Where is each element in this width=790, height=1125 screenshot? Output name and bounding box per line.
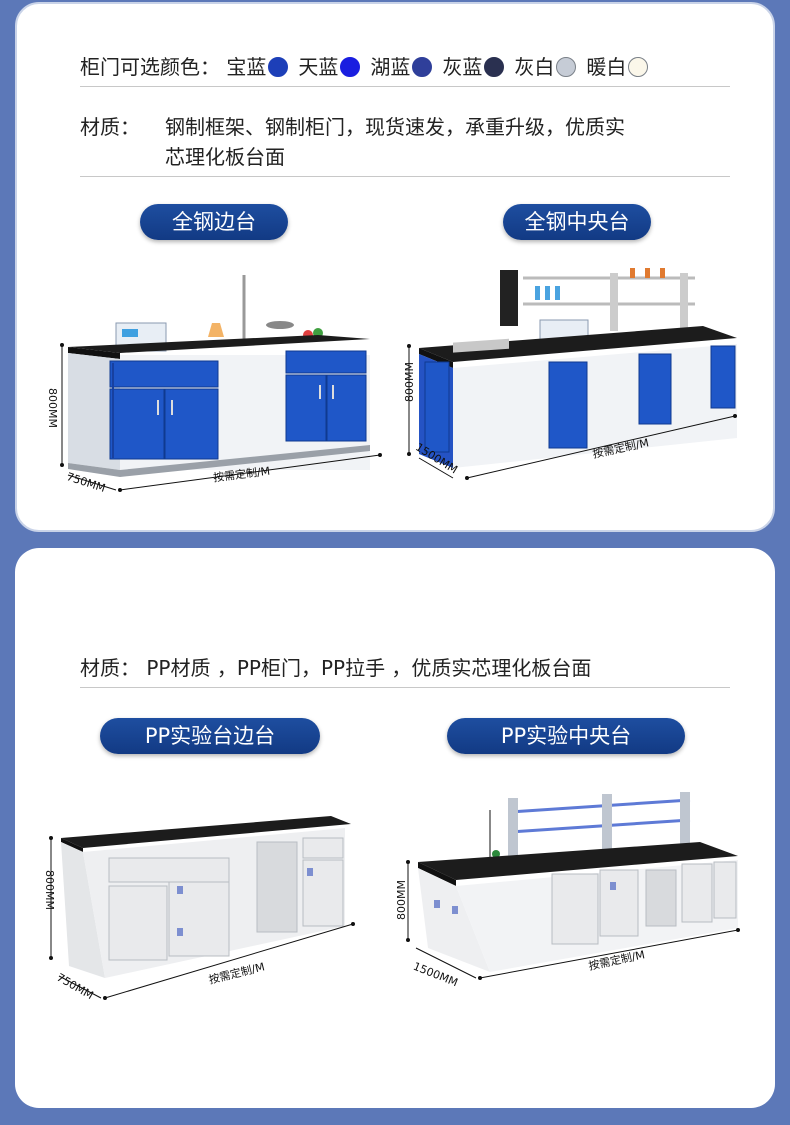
steel-center-height-dim: 800MM xyxy=(403,362,416,402)
color-swatch-icon xyxy=(268,57,289,77)
pp-side-bench-image xyxy=(49,816,355,1000)
divider xyxy=(80,687,730,688)
color-swatch-icon xyxy=(628,57,649,77)
steel-center-bench-image xyxy=(407,268,737,480)
pp-bench-card xyxy=(15,548,775,1108)
divider xyxy=(80,86,730,87)
color-swatch-icon xyxy=(412,57,433,77)
steel-material-label: 材质： xyxy=(80,115,140,139)
steel-side-height-dim: 800MM xyxy=(46,388,59,428)
color-option-name: 灰白 xyxy=(514,55,555,79)
color-option-name: 天蓝 xyxy=(298,55,339,79)
color-option-name: 暖白 xyxy=(586,55,627,79)
color-option-name: 湖蓝 xyxy=(370,55,411,79)
color-swatch-icon xyxy=(556,57,577,77)
color-option-name: 宝蓝 xyxy=(226,55,267,79)
pp-material-text: 材质： PP材质 ，PP柜门，PP拉手 ，优质实芯理化板台面 xyxy=(80,656,592,680)
pp-side-height-dim: 800MM xyxy=(43,870,56,910)
door-color-label: 柜门可选颜色： xyxy=(80,55,220,79)
color-swatch-icon xyxy=(484,57,505,77)
steel-material-line1: 钢制框架、钢制柜门，现货速发，承重升级，优质实 xyxy=(165,115,625,139)
steel-center-bench-title: 全钢中央台 xyxy=(503,204,651,240)
pp-side-bench-title: PP实验台边台 xyxy=(100,718,320,754)
steel-material-line2: 芯理化板台面 xyxy=(165,145,285,169)
pp-center-bench-title: PP实验中央台 xyxy=(447,718,685,754)
pp-center-bench-image xyxy=(406,792,740,980)
door-color-options: 柜门可选颜色： 宝蓝 天蓝 湖蓝 灰蓝 灰白 暖白 xyxy=(80,52,658,82)
color-swatch-list: 宝蓝 天蓝 湖蓝 灰蓝 灰白 暖白 xyxy=(226,55,658,79)
color-option-name: 灰蓝 xyxy=(442,55,483,79)
steel-side-bench-image xyxy=(60,275,382,492)
steel-side-bench-title: 全钢边台 xyxy=(140,204,288,240)
pp-center-height-dim: 800MM xyxy=(395,880,408,920)
color-swatch-icon xyxy=(340,57,361,77)
divider xyxy=(80,176,730,177)
